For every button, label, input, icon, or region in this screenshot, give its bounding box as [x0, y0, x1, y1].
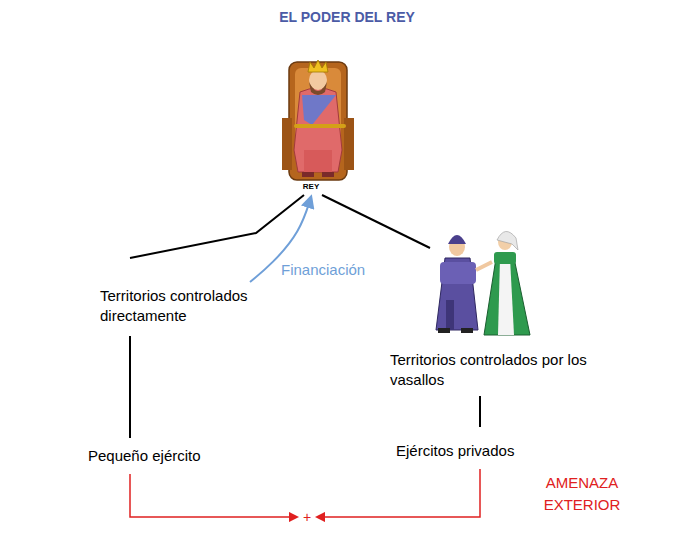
node-text: REY	[296, 182, 326, 192]
connector	[129, 336, 131, 438]
king-label: REY	[296, 182, 326, 192]
node-text: Ejércitos privados	[396, 441, 556, 461]
connector	[479, 396, 481, 427]
diagram-title: EL PODER DEL REY	[0, 9, 694, 25]
edge-label: Financiación	[279, 261, 367, 279]
army-text: Pequeño ejército	[88, 446, 238, 466]
vassals-illustration	[436, 231, 530, 335]
node-text: Territorios controlados directamente	[100, 286, 290, 326]
node-text: Pequeño ejército	[88, 446, 238, 466]
army-text: Ejércitos privados	[396, 441, 556, 461]
connector	[322, 195, 430, 248]
connector	[130, 474, 297, 517]
sum-sign: +	[300, 508, 314, 526]
threat-label: AMENAZA EXTERIOR	[532, 472, 632, 516]
connector	[317, 469, 480, 517]
vassal-territory-text: Territorios controlados por los vasallos	[390, 222, 605, 390]
node-text: +	[300, 508, 314, 526]
territory-text: Territorios controlados directamente	[100, 286, 290, 326]
node-text: Territorios controlados por los vasallos	[390, 350, 605, 390]
king-illustration	[282, 60, 354, 180]
connector	[130, 195, 304, 258]
